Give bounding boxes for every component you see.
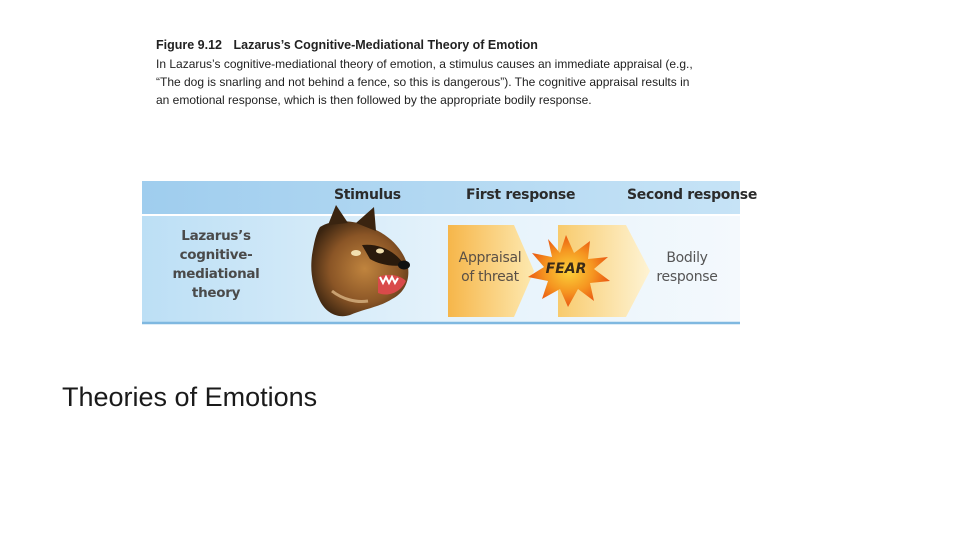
fear-label: FEAR <box>545 261 587 277</box>
bodily-label-line-2: response <box>656 269 718 285</box>
bodily-label-line-1: Bodily <box>666 250 708 266</box>
snarling-dog-icon <box>311 205 410 317</box>
figure-description: In Lazarus’s cognitive-mediational theor… <box>156 55 746 109</box>
appraisal-label-line-2: of threat <box>461 269 519 285</box>
figure-line-1: In Lazarus’s cognitive-mediational theor… <box>156 57 693 71</box>
figure-number: Figure 9.12 <box>156 38 222 52</box>
first-response-header: First response <box>466 187 576 203</box>
theory-label-line-1: Lazarus’s <box>181 228 251 244</box>
theory-diagram: Stimulus First response Second response … <box>142 181 757 327</box>
theory-label: Lazarus’s cognitive-mediational theory <box>142 227 290 303</box>
fear-starburst <box>528 235 610 307</box>
diagram-graphic <box>142 181 740 325</box>
bodily-response-label: Bodily response <box>652 249 722 287</box>
figure-title: Lazarus’s Cognitive-Mediational Theory o… <box>233 38 538 52</box>
figure-heading: Figure 9.12 Lazarus’s Cognitive-Mediatio… <box>156 38 746 52</box>
figure-caption: Figure 9.12 Lazarus’s Cognitive-Mediatio… <box>156 38 746 109</box>
appraisal-label: Appraisal of threat <box>448 249 532 287</box>
theory-label-line-3: theory <box>191 285 241 301</box>
first-response-arrow <box>448 225 534 317</box>
header-band <box>142 181 740 215</box>
slide-title: Theories of Emotions <box>62 382 318 412</box>
figure-line-2: “The dog is snarling and not behind a fe… <box>156 75 690 89</box>
stimulus-header: Stimulus <box>334 187 401 203</box>
figure-line-3: an emotional response, which is then fol… <box>156 93 592 107</box>
theory-label-line-2: cognitive-mediational <box>172 247 260 282</box>
appraisal-label-line-1: Appraisal <box>458 250 522 266</box>
second-response-header: Second response <box>627 187 758 203</box>
